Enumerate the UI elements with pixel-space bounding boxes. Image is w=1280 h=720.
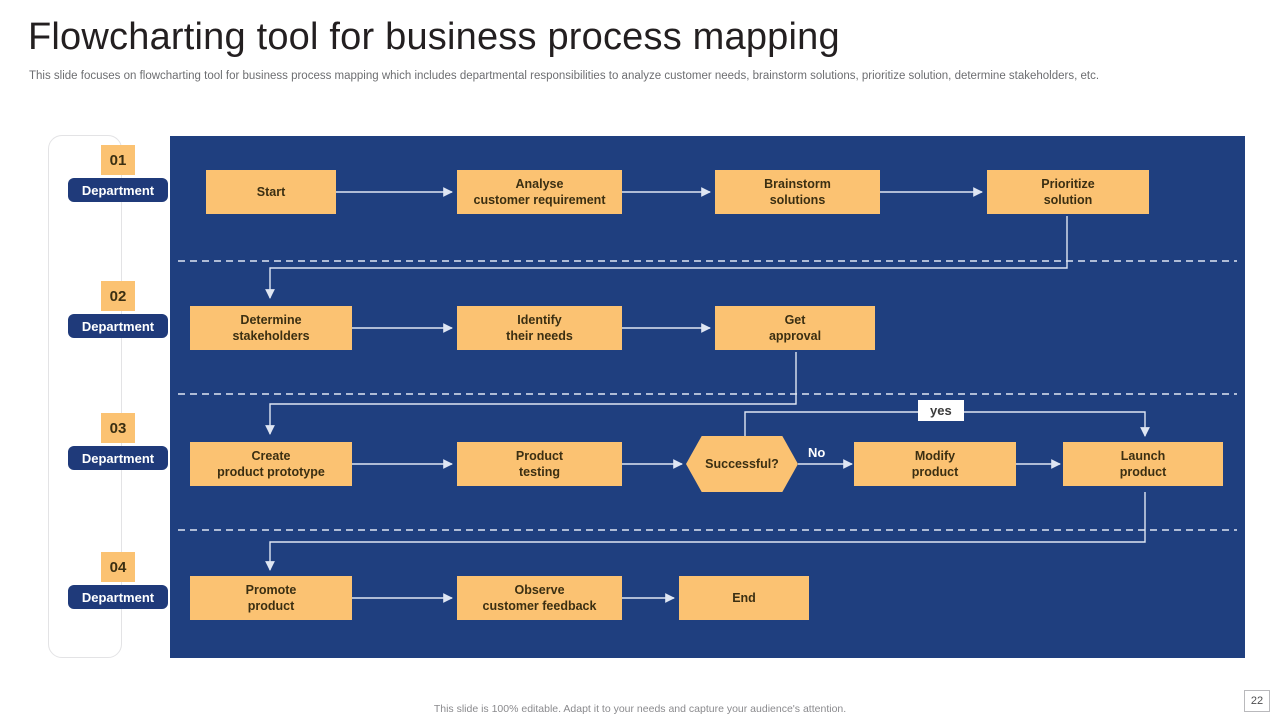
flow-node-label: Product testing	[515, 449, 564, 479]
flow-node-label: Get approval	[768, 313, 822, 343]
flow-node-label: Promote product	[245, 583, 297, 613]
edge-launch-promote	[265, 492, 1146, 571]
flow-node-label: Start	[256, 185, 286, 199]
flow-node-label: Brainstorm solutions	[764, 177, 831, 207]
flow-node-promote-product[interactable]: Promote product	[190, 576, 352, 620]
sidebar-item-label[interactable]: Department	[68, 314, 168, 338]
flow-node-label: Prioritize solution	[1041, 177, 1095, 207]
flow-node-label: Identify their needs	[506, 313, 573, 343]
footer-note: This slide is 100% editable. Adapt it to…	[433, 703, 847, 715]
flow-node-successful-decision[interactable]: Successful?	[686, 436, 798, 492]
flow-node-create-product-prototype[interactable]: Create product prototype	[190, 442, 352, 486]
flow-node-launch-product[interactable]: Launch product	[1063, 442, 1223, 486]
flow-node-product-testing[interactable]: Product testing	[457, 442, 622, 486]
flow-node-determine-stakeholders[interactable]: Determine stakeholders	[190, 306, 352, 350]
edge-label-no: No	[808, 445, 826, 460]
flow-node-observe-customer-feedback[interactable]: Observe customer feedback	[457, 576, 622, 620]
flow-node-brainstorm-solutions[interactable]: Brainstorm solutions	[715, 170, 880, 214]
page-title: Flowcharting tool for business process m…	[28, 16, 840, 58]
flow-node-label: Launch product	[1119, 449, 1167, 479]
edge-prioritize-determine	[265, 216, 1068, 299]
sidebar-number-badge: 04	[101, 552, 135, 582]
page-number: 22	[1244, 690, 1270, 712]
flow-node-label: End	[732, 591, 756, 605]
flow-node-label: Determine stakeholders	[232, 313, 310, 343]
sidebar-number-badge: 03	[101, 413, 135, 443]
flow-node-label: Modify product	[911, 449, 959, 479]
flow-node-analyse-customer-requirement[interactable]: Analyse customer requirement	[457, 170, 622, 214]
edge-label-yes: yes	[918, 400, 964, 421]
flow-node-label: Analyse customer requirement	[473, 177, 606, 207]
flow-node-label: Observe customer feedback	[482, 583, 597, 613]
sidebar-item-department-03[interactable]: 03 Department	[0, 413, 240, 473]
sidebar-item-label[interactable]: Department	[68, 585, 168, 609]
sidebar-item-department-01[interactable]: 01 Department	[0, 145, 240, 205]
flow-node-modify-product[interactable]: Modify product	[854, 442, 1016, 486]
flowchart-panel: Start Analyse customer requirement Brain…	[170, 136, 1245, 658]
flow-node-identify-their-needs[interactable]: Identify their needs	[457, 306, 622, 350]
flow-node-label: Create product prototype	[217, 449, 325, 479]
sidebar-item-department-02[interactable]: 02 Department	[0, 281, 240, 341]
flow-node-label: Successful?	[705, 457, 779, 471]
sidebar-number-badge: 02	[101, 281, 135, 311]
flow-node-end[interactable]: End	[679, 576, 809, 620]
sidebar-item-label[interactable]: Department	[68, 178, 168, 202]
flow-node-start[interactable]: Start	[206, 170, 336, 214]
edge-approval-prototype	[265, 352, 797, 435]
sidebar-number-badge: 01	[101, 145, 135, 175]
sidebar-item-label[interactable]: Department	[68, 446, 168, 470]
flow-connectors	[178, 187, 1237, 603]
page-subtitle: This slide focuses on flowcharting tool …	[29, 70, 1100, 82]
flow-node-prioritize-solution[interactable]: Prioritize solution	[987, 170, 1149, 214]
sidebar-item-department-04[interactable]: 04 Department	[0, 552, 240, 612]
flow-node-get-approval[interactable]: Get approval	[715, 306, 875, 350]
